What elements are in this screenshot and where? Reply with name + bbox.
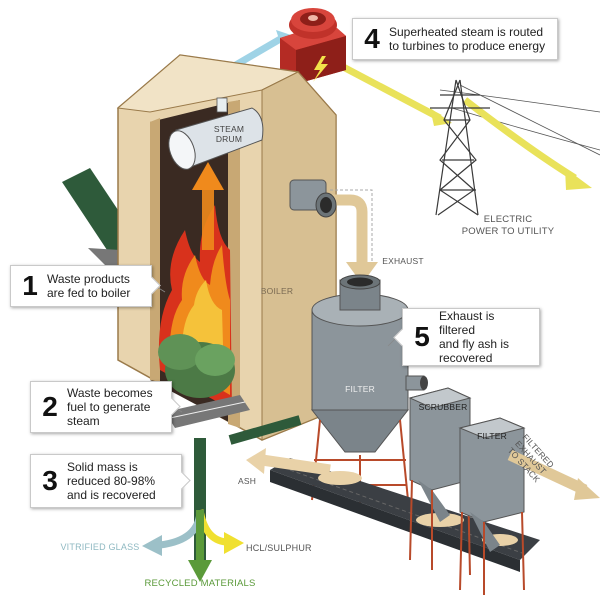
vitrified-glass-label: VITRIFIED GLASS — [60, 542, 140, 552]
step-4-callout: 4 Superheated steam is routed to turbine… — [352, 18, 558, 60]
step-4-number: 4 — [364, 23, 380, 54]
exhaust-pipe — [289, 179, 378, 284]
scrubber-label: SCRUBBER — [418, 402, 468, 412]
electric-power-label: ELECTRIC POWER TO UTILITY — [461, 214, 555, 237]
step-3-text: Solid mass is reduced 80-98% and is reco… — [67, 460, 156, 502]
filtered-exhaust-arrow — [507, 450, 600, 500]
boiler-label: BOILER — [260, 286, 294, 296]
step-5-text: Exhaust is filtered and fly ash is recov… — [439, 309, 510, 365]
ash-arrow — [246, 448, 331, 476]
step-3-callout: 3 Solid mass is reduced 80-98% and is re… — [30, 454, 191, 508]
step-4-text: Superheated steam is routed to turbines … — [389, 25, 546, 53]
step-5-number: 5 — [414, 321, 430, 352]
exhaust-label: EXHAUST — [382, 256, 424, 266]
recycled-materials-label: RECYCLED MATERIALS — [144, 578, 256, 589]
ash-label: ASH — [237, 476, 257, 486]
step-2-number: 2 — [42, 391, 58, 422]
step-5-callout: 5 Exhaust is filtered and fly ash is rec… — [393, 308, 540, 366]
waste-pile-icon — [158, 334, 250, 428]
step-3-number: 3 — [42, 465, 58, 496]
filter-main-label: FILTER — [345, 384, 375, 394]
transmission-tower-icon — [430, 79, 490, 216]
power-lines — [439, 84, 600, 156]
step-2-callout: 2 Waste becomes fuel to generate steam — [30, 381, 181, 433]
step-1-number: 1 — [22, 270, 38, 301]
hcl-sulphur-label: HCL/SULPHUR — [246, 543, 312, 553]
steam-drum — [168, 97, 264, 170]
filter-small-label: FILTER — [477, 431, 507, 441]
step-1-callout: 1 Waste products are fed to boiler — [10, 265, 161, 307]
power-arrow — [328, 56, 592, 190]
conveyor-belt — [270, 458, 540, 572]
turbine-icon — [280, 8, 346, 84]
heat-arrow — [192, 162, 224, 250]
steam-drum-label: STEAM DRUM — [213, 124, 245, 144]
small-filter-tank — [458, 417, 526, 595]
outflow-arrows — [142, 415, 302, 582]
filter-tank — [310, 274, 428, 510]
step-1-text: Waste products are fed to boiler — [47, 272, 131, 300]
step-2-text: Waste becomes fuel to generate steam — [67, 386, 153, 428]
scrubber-tank — [408, 387, 472, 576]
